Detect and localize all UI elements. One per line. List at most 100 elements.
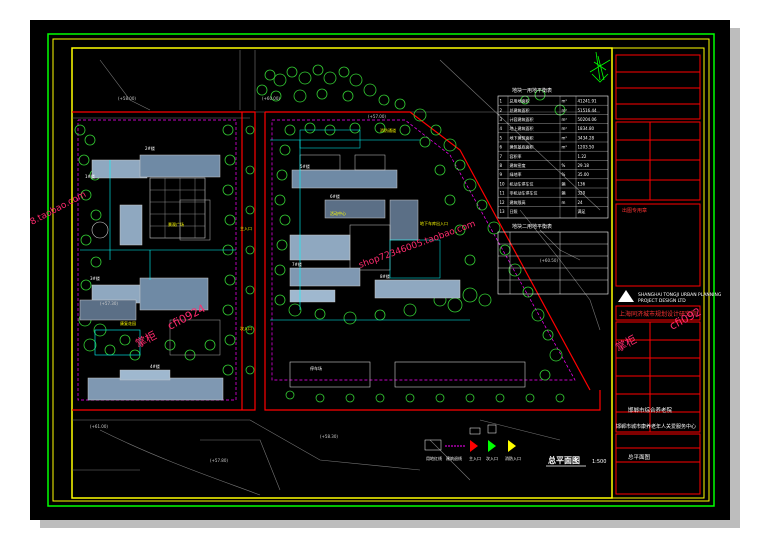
legend-item: 用地红线 [426,455,442,461]
building-label: 3#楼 [90,275,100,281]
table-cell: 建筑基底面积 [510,144,534,150]
area-label: 景观广场 [168,221,184,227]
area-label: 活动中心 [330,210,346,216]
table-cell: m² [562,99,568,104]
legend: 用地红线 建筑退线 主入口 次入口 消防入口 [424,424,521,461]
table-cell: m² [562,145,568,150]
table-cell: 10 [500,181,506,186]
outer-frame [47,33,715,507]
title-block: 出图专用章 SHANGHAI TONGJI URBAN PLANNING PRO… [611,47,722,499]
table-cell: 13 [500,209,506,214]
table1-title: 地块一用地平衡表 [512,87,552,94]
left-site-buildings [79,154,224,401]
table-cell: 8 [500,163,503,168]
table-cell: 地下建筑面积 [510,134,534,140]
plan-title: 总平面图 [548,455,580,465]
plan-scale: 1:500 [592,459,606,465]
fire-entrance-icon [508,440,516,452]
company-en-1: SHANGHAI TONGJI URBAN PLANNING [638,292,722,298]
table-cell: 11 [500,191,506,196]
table-cell: m² [562,126,568,131]
table-cell: 3434.28 [578,135,595,140]
table-cell: 1 [500,99,503,104]
table-cell: 建筑限高 [510,199,526,205]
main-entrance-icon [470,440,478,452]
table-cell: % [562,172,566,177]
table-cell: 2 [500,108,503,113]
area-label: 消防通道 [380,127,396,133]
table-cell: 总用地面积 [510,98,530,104]
building-label: 8#楼 [380,273,390,279]
building-label: 7#楼 [292,261,302,267]
project-name-2: 邯郸市城市康养老年人关爱服务中心 [616,423,696,430]
table-cell: 计容建筑面积 [510,116,534,122]
table-cell: 非机动车停车位 [510,190,538,196]
table-cell: 1203.50 [578,145,595,150]
table-cell: 320 [578,191,586,196]
table-cell: 5 [500,135,503,140]
table-cell: % [562,163,566,168]
building-label: 1#楼 [85,173,95,179]
site-boundary-lines [72,111,601,411]
table-cell: m [562,200,566,205]
building-label: 5#楼 [300,163,310,169]
building-label: 4#楼 [150,363,160,369]
elevation-label: (+61.00) [90,424,108,429]
land-use-table-2: 地块二用地平衡表 [497,223,609,295]
legend-item: 主入口 [469,455,481,461]
table-cell: 4 [500,126,503,131]
table-cell: m² [562,117,568,122]
tree-clusters [74,64,566,403]
table-cell: m² [562,108,568,113]
table-cell: 12 [500,200,506,205]
table-cell: 日照 [510,209,518,214]
elevation-label: (+58.00) [118,96,136,101]
company-cn: 上海同济城市规划设计研究院 [619,310,697,318]
area-label: 主入口 [240,225,252,231]
table-cell: 绿地率 [510,171,522,177]
legend-item: 消防入口 [505,455,521,461]
table-cell: 50204.06 [578,117,598,122]
elevation-label: (+58.30) [320,434,338,439]
stamp-text: 出图专用章 [622,207,647,214]
elevation-label: (+57.30) [100,301,118,306]
table-cell: 总建筑面积 [510,107,530,113]
table-cell: 地上建筑面积 [510,125,534,131]
area-label: 停车场 [310,365,322,371]
plan-labels: 1#楼 2#楼 3#楼 4#楼 5#楼 6#楼 7#楼 8#楼 景观广场 主入口… [85,96,558,463]
table-cell: 建筑密度 [510,162,526,168]
elevation-label: (+60.50) [540,258,558,263]
project-name-1: 邯郸市综合养老院 [628,406,673,414]
table2-title: 地块二用地平衡表 [512,223,552,230]
table-cell: 35.00 [578,172,590,177]
area-label: 康复花园 [120,320,136,326]
table-cell: 136 [578,181,586,186]
drawing-name: 总平面图 [628,453,651,461]
table-cell: 24 [578,200,584,205]
company-en-2: PROJECT DESIGN LTD [638,298,686,304]
plan-title-block: 总平面图 1:500 [546,455,606,467]
inner-frame [52,38,710,502]
table-cell: 7 [500,154,503,159]
table-cell: 辆 [562,180,566,186]
elevation-label: (+57.00) [368,114,386,119]
elevation-label: (+60.00) [262,96,280,101]
legend-item: 建筑退线 [446,455,462,461]
building-label: 6#楼 [330,193,340,199]
setback-lines [77,119,576,401]
table-cell: 41241.91 [578,99,598,104]
area-label: 次入口 [240,325,252,331]
table-cell: 容积率 [510,153,522,159]
north-arrow-icon [589,51,611,83]
area-label: 地下车库出入口 [420,220,448,226]
table-cell: 1.22 [578,154,587,159]
site-paths [80,139,470,321]
secondary-entrance-icon [488,440,496,452]
legend-item: 次入口 [486,455,498,461]
table-cell: 29.18 [578,163,590,168]
table-cell: 6 [500,145,503,150]
building-label: 2#楼 [145,145,155,151]
table-cell: 辆 [562,190,566,196]
